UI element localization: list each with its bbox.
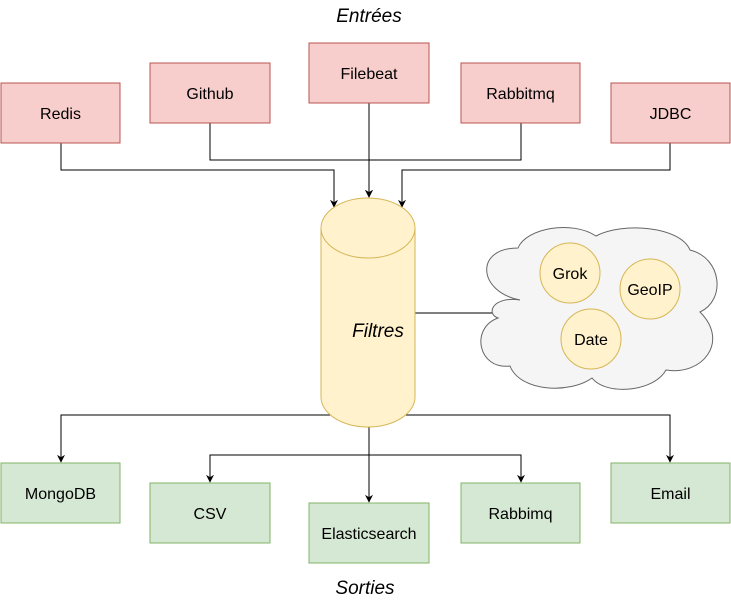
inputs-title: Entrées	[336, 6, 402, 27]
output-box-csv[interactable]: CSV	[149, 482, 271, 544]
plugin-label: GeoIP	[627, 282, 672, 299]
output-label: MongoDB	[25, 486, 96, 503]
filters-cylinder[interactable]: Filtres	[320, 197, 416, 428]
input-label: JDBC	[650, 106, 692, 123]
connector-github	[209, 123, 373, 198]
connector-rabbimq	[369, 454, 525, 483]
output-box-rabbimq[interactable]: Rabbimq	[460, 482, 581, 544]
outputs-title: Sorties	[335, 578, 395, 599]
connector-csv	[206, 454, 369, 483]
input-connectors	[60, 103, 671, 208]
connector-jdbc	[398, 143, 671, 208]
filters-label: Filtres	[352, 321, 404, 342]
plugin-grok[interactable]: Grok	[539, 242, 601, 304]
output-box-email[interactable]: Email	[610, 462, 731, 524]
output-box-elasticsearch[interactable]: Elasticsearch	[308, 502, 430, 564]
input-label: Redis	[40, 106, 81, 123]
output-connectors	[57, 414, 674, 503]
connector-rabbitmq	[369, 123, 522, 161]
output-label: Email	[650, 486, 690, 503]
plugin-label: Date	[574, 332, 608, 349]
connector-bus-left	[57, 414, 369, 463]
input-box-redis[interactable]: Redis	[0, 82, 121, 144]
output-label: CSV	[194, 506, 227, 523]
input-box-jdbc[interactable]: JDBC	[610, 82, 731, 144]
output-label: Rabbimq	[488, 506, 552, 523]
plugin-label: Grok	[553, 266, 589, 283]
outputs-group: MongoDB CSV Elasticsearch Rabbimq Email	[0, 462, 731, 564]
plugin-geoip[interactable]: GeoIP	[619, 258, 681, 320]
inputs-group: Redis Github Filebeat Rabbitmq JDBC	[0, 42, 731, 144]
input-box-github[interactable]: Github	[149, 62, 271, 124]
input-label: Rabbitmq	[486, 86, 554, 103]
input-label: Github	[186, 86, 233, 103]
output-box-mongodb[interactable]: MongoDB	[0, 462, 121, 524]
plugins-cloud: Grok GeoIP Date	[480, 227, 718, 390]
connector-bus-right	[369, 414, 674, 463]
input-box-rabbitmq[interactable]: Rabbitmq	[460, 62, 581, 124]
plugin-date[interactable]: Date	[560, 308, 622, 370]
input-label: Filebeat	[341, 66, 398, 83]
connector-redis	[60, 143, 338, 208]
output-label: Elasticsearch	[321, 526, 416, 543]
input-box-filebeat[interactable]: Filebeat	[308, 42, 430, 104]
